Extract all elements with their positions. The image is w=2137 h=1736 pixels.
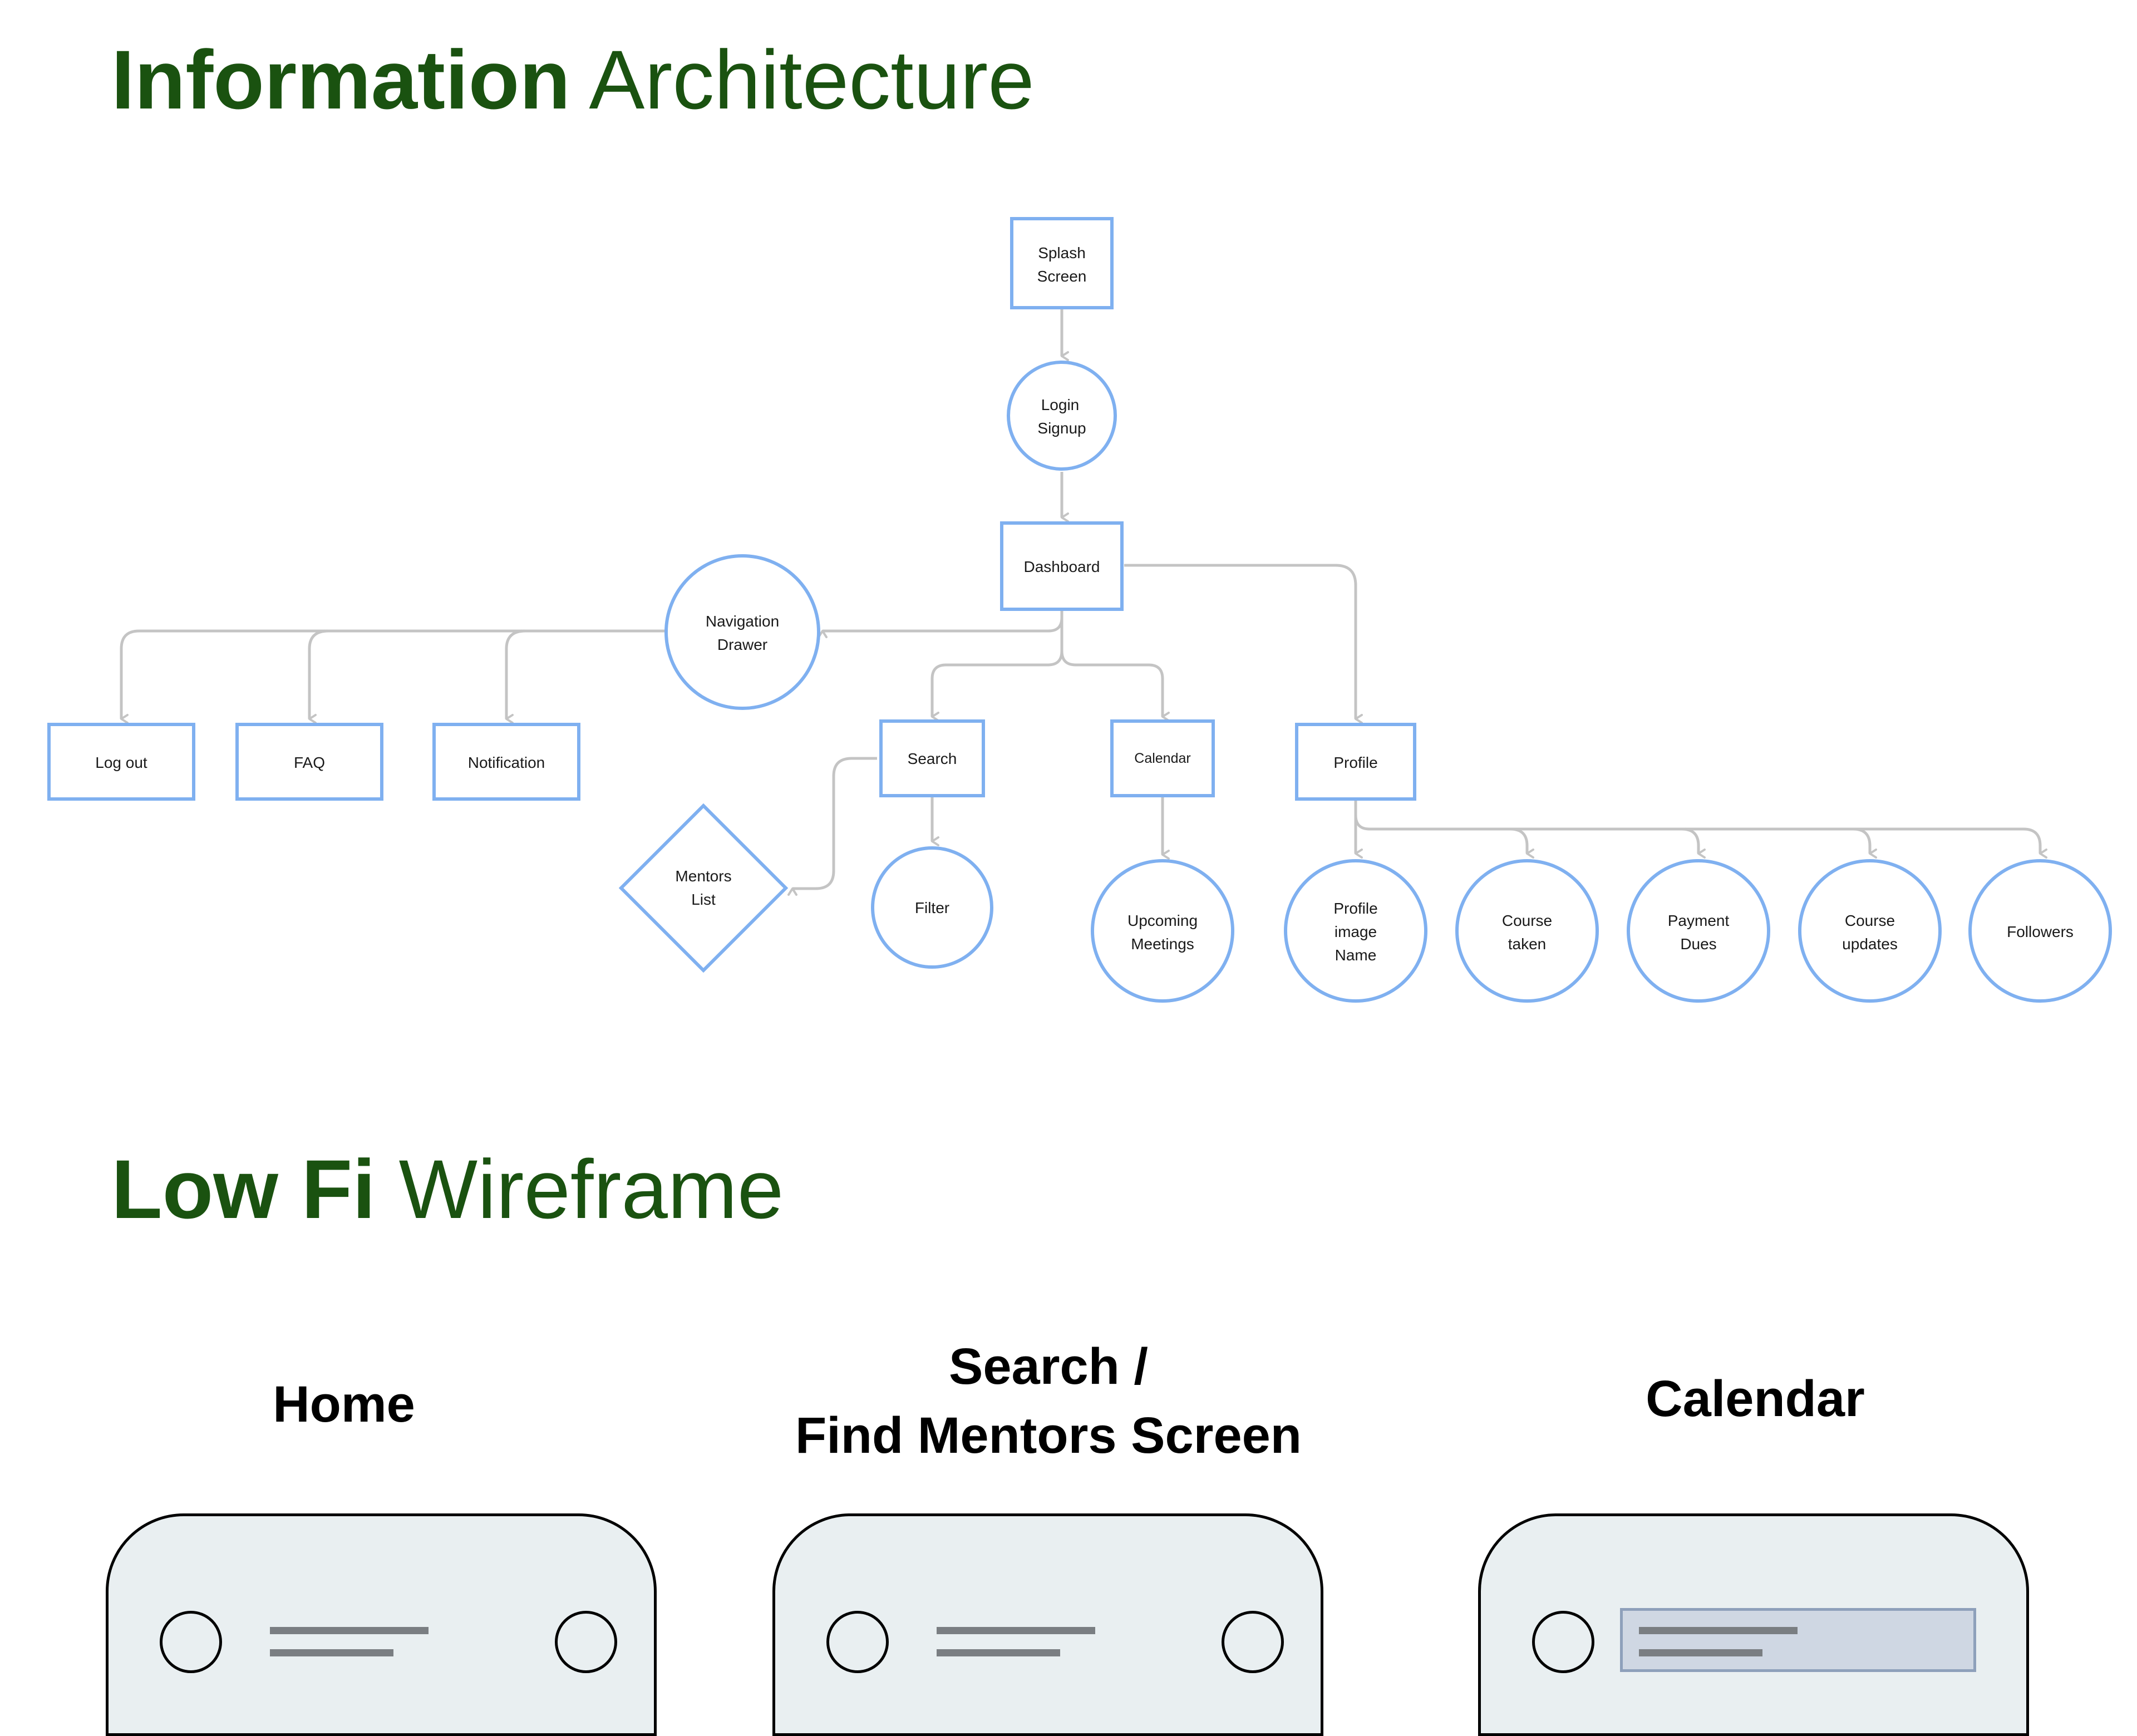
payment-dues-node xyxy=(1627,859,1770,1003)
dashboard-label: Dashboard xyxy=(1024,558,1100,575)
connector-nav-drawer-notification xyxy=(505,629,526,724)
search-screen-title-line-1: Search / xyxy=(949,1338,1148,1395)
faq-label: FAQ xyxy=(294,754,325,771)
heading-regular-part: Wireframe xyxy=(375,1142,784,1236)
search-screen-title: Search / Find Mentors Screen xyxy=(770,1332,1327,1470)
connector-nav-drawer-faq xyxy=(308,629,329,724)
course-updates-node xyxy=(1798,859,1942,1003)
dashboard-node xyxy=(1000,521,1124,611)
followers-node xyxy=(1968,859,2112,1003)
login-signup-node xyxy=(1007,361,1117,471)
calendar-label: Calendar xyxy=(1134,751,1190,766)
home-screen-title: Home xyxy=(273,1376,415,1433)
connector-profile-course-taken xyxy=(1510,827,1534,859)
log-out-node xyxy=(47,723,195,801)
text-line-placeholder xyxy=(270,1627,429,1634)
upcoming-meetings-node xyxy=(1091,859,1234,1003)
connector-profile-children xyxy=(1354,815,2047,859)
calendar-wireframe-phone xyxy=(1478,1513,2029,1736)
splash-screen-node xyxy=(1010,217,1114,309)
search-wireframe-phone xyxy=(772,1513,1323,1736)
followers-label: Followers xyxy=(2007,923,2074,940)
heading-bold-part: Low Fi xyxy=(111,1142,376,1236)
low-fi-wireframe-heading: Low Fi Wireframe xyxy=(111,1147,784,1231)
search-node xyxy=(879,719,985,797)
connector-dashboard-calendar xyxy=(1060,650,1170,722)
navigation-drawer-node xyxy=(664,554,820,710)
notification-node xyxy=(432,723,580,801)
calendar-header-placeholder xyxy=(1620,1608,1976,1672)
connector-nav-drawer-branches xyxy=(120,629,666,724)
profile-image-name-node xyxy=(1284,859,1427,1003)
profile-avatar-placeholder xyxy=(555,1611,617,1673)
connector-dashboard-profile xyxy=(1124,564,1363,724)
profile-label: Profile xyxy=(1333,754,1377,771)
notification-label: Notification xyxy=(468,754,545,771)
menu-avatar-placeholder xyxy=(1532,1611,1594,1673)
course-taken-node xyxy=(1455,859,1599,1003)
search-screen-title-line-2: Find Mentors Screen xyxy=(795,1407,1302,1464)
text-line-placeholder xyxy=(1639,1627,1798,1634)
connector-profile-course-updates xyxy=(1853,827,1877,859)
connector-search-mentors-list xyxy=(787,757,877,896)
home-wireframe-phone xyxy=(106,1513,657,1736)
text-line-placeholder xyxy=(937,1627,1095,1634)
menu-avatar-placeholder xyxy=(160,1611,222,1673)
profile-node xyxy=(1295,723,1416,801)
log-out-label: Log out xyxy=(95,754,147,771)
mentors-list-node xyxy=(618,803,789,973)
filter-node xyxy=(871,846,993,969)
connector-dashboard-nav-drawer xyxy=(818,611,1063,638)
heading-bold-part: Information xyxy=(111,33,570,126)
search-label: Search xyxy=(908,750,957,767)
calendar-screen-title: Calendar xyxy=(1646,1370,1865,1427)
heading-regular-part: Architecture xyxy=(570,33,1035,126)
connector-dashboard-search xyxy=(930,611,1063,722)
text-line-placeholder xyxy=(1639,1649,1762,1656)
text-line-placeholder xyxy=(270,1649,393,1656)
text-line-placeholder xyxy=(937,1649,1060,1656)
calendar-node xyxy=(1110,719,1215,797)
profile-avatar-placeholder xyxy=(1222,1611,1284,1673)
faq-node xyxy=(235,723,383,801)
connector-profile-payment xyxy=(1681,827,1706,859)
menu-avatar-placeholder xyxy=(826,1611,889,1673)
filter-label: Filter xyxy=(915,899,949,916)
information-architecture-heading: Information Architecture xyxy=(111,38,1035,121)
